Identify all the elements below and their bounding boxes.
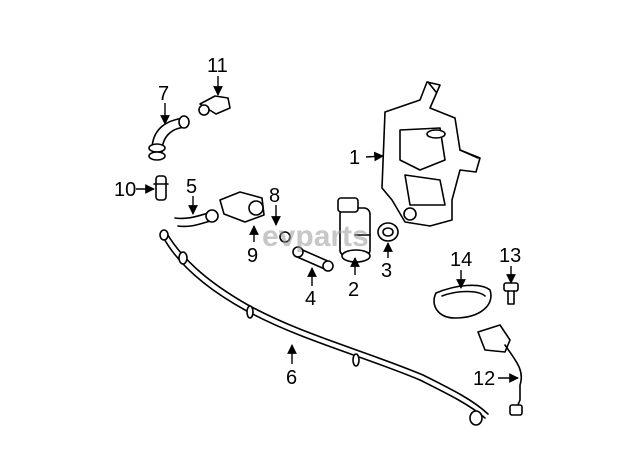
washer-pump [337,197,371,263]
callout-3: 3 [381,260,392,282]
washer-hose [159,229,489,426]
hose-connector [153,175,169,201]
valve-fitting [198,95,231,116]
watermark: evparts [262,220,369,253]
leader-lines [136,76,519,383]
bolt [503,282,519,305]
callout-5: 5 [186,176,197,198]
callout-12: 12 [473,368,495,390]
callout-7: 7 [158,83,169,105]
hose-elbow [174,209,219,228]
nut [279,231,291,243]
callout-13: 13 [499,245,521,267]
sensor-harness [477,324,523,416]
callout-4: 4 [305,288,316,310]
callout-10: 10 [114,179,136,201]
curved-hose [148,115,190,161]
callout-2: 2 [348,279,359,301]
callout-11: 11 [207,55,228,77]
check-valve [219,191,265,223]
callout-1: 1 [349,147,360,169]
callout-14: 14 [450,249,472,271]
washer-cover [433,284,492,319]
pump-grommet [377,222,399,242]
callout-6: 6 [286,367,297,389]
callout-9: 9 [247,245,258,267]
callout-8: 8 [269,185,280,207]
connector-tube [292,246,334,272]
washer-reservoir [381,81,481,227]
